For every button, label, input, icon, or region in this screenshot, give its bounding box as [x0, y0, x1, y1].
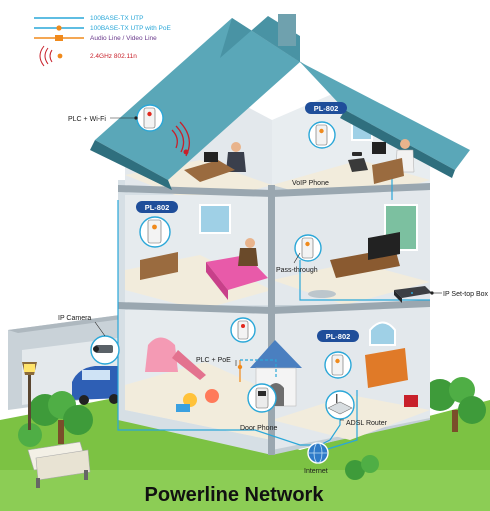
person-icon — [184, 142, 246, 182]
plc-adapter-icon — [308, 121, 336, 149]
plc-adapter-icon — [324, 351, 352, 379]
floor-slabs — [118, 183, 430, 455]
legend-dot-poe — [56, 25, 62, 31]
legend-dot-av — [55, 35, 63, 41]
label-plc-poe: PLC + PoE — [196, 357, 231, 364]
label-voip-phone: VoIP Phone — [292, 180, 329, 187]
plc-adapter-icon — [230, 317, 256, 343]
badge-label: PL-802 — [326, 332, 351, 341]
leader-lines — [94, 117, 442, 421]
poe-dot — [237, 364, 243, 370]
room-kids — [125, 310, 272, 440]
legend-label-poe: 100BASE-TX UTP with PoE — [90, 25, 171, 32]
plc-adapter-icon — [139, 216, 171, 248]
label-plc-wifi: PLC + Wi-Fi — [68, 116, 106, 123]
legend-label-av: Audio Line / Video Line — [90, 35, 157, 42]
leader-dot — [134, 116, 138, 120]
voip-phone-icon — [348, 152, 368, 172]
label-door-phone: Door Phone — [240, 425, 277, 432]
person-icon — [238, 238, 258, 266]
roof — [90, 14, 470, 190]
leader-dot — [430, 291, 434, 295]
legend-wifi-dot — [57, 53, 63, 59]
badge-label: PL-802 — [314, 104, 339, 113]
plc-adapter-icon — [294, 234, 322, 262]
bench-icon — [27, 441, 91, 488]
pl802-badge: PL-802 — [136, 201, 178, 213]
badge-label: PL-802 — [145, 203, 170, 212]
door-phone-icon — [247, 383, 277, 413]
street-lamp-icon — [22, 362, 37, 430]
wifi-device-dot — [183, 149, 189, 155]
label-pass-through: Pass-through — [276, 267, 318, 274]
ip-settop-box-icon — [394, 286, 432, 303]
car-icon — [72, 366, 124, 405]
internet-globe-icon — [307, 442, 329, 464]
pl802-badge: PL-802 — [317, 330, 359, 342]
label-internet: Internet — [304, 468, 328, 475]
grass-front — [0, 470, 490, 511]
label-ip-camera: IP Camera — [58, 315, 91, 322]
legend: 100BASE-TX UTP 100BASE-TX UTP with PoE A… — [34, 15, 171, 67]
label-ip-settop-box: IP Set-top Box — [443, 291, 489, 298]
label-adsl-router: ADSL Router — [346, 420, 388, 427]
pl802-badge: PL-802 — [305, 102, 347, 114]
legend-wifi-icon — [39, 45, 53, 67]
person-icon — [372, 139, 415, 184]
legend-label-utp: 100BASE-TX UTP — [90, 15, 143, 22]
plc-adapter-icon — [136, 104, 164, 132]
tree-icon — [18, 377, 486, 480]
room-router — [272, 305, 430, 450]
ip-camera-icon — [90, 335, 120, 365]
diagram-title: Powerline Network — [145, 484, 325, 506]
legend-label-wifi: 2.4GHz 802.11n — [90, 53, 137, 60]
adsl-router-icon — [325, 390, 355, 420]
